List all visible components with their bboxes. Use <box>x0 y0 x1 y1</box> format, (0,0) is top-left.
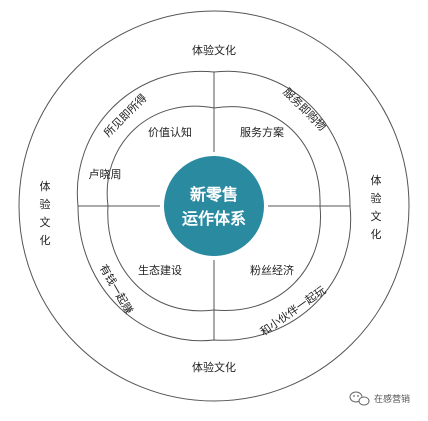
outer-label-right-char-0: 体 <box>371 173 382 187</box>
petal-inner-label-top-right: 服务方案 <box>240 125 284 139</box>
petal-inner-label-bottom-left: 生态建设 <box>138 263 182 277</box>
center-circle <box>160 152 268 260</box>
outer-label-right-char-2: 文 <box>371 209 382 223</box>
petal-inner-label-bottom-right: 粉丝经济 <box>250 263 294 277</box>
wechat-icon <box>349 391 370 406</box>
petal-outer-label-bottom-right: 和小伙伴一起玩 <box>258 284 329 339</box>
outer-label-top: 体验文化 <box>192 43 236 57</box>
outer-label-left-group: 体验文化 <box>40 179 51 247</box>
watermark-text: 在感营销 <box>374 393 410 405</box>
outer-label-left-char-2: 文 <box>40 215 51 229</box>
petal-outer-label-bottom-left: 有钱一起赚 <box>97 262 137 317</box>
center-title-line1: 新零售 <box>190 185 238 204</box>
outer-label-bottom: 体验文化 <box>192 360 236 374</box>
outer-label-left-char-3: 化 <box>40 233 51 247</box>
outer-label-left-char-0: 体 <box>40 179 51 193</box>
outer-label-right-char-1: 验 <box>371 191 382 205</box>
outer-label-right-group: 体验文化 <box>371 173 382 241</box>
watermark: 在感营销 <box>349 391 410 406</box>
outer-label-left-char-1: 验 <box>40 197 51 211</box>
outer-label-right-char-3: 化 <box>371 227 382 241</box>
center-title-line2: 运作体系 <box>182 209 246 228</box>
petal-side-label-top-left: 卢晓周 <box>89 168 122 181</box>
outer-circle <box>18 10 410 402</box>
petal-outer-label-top-left: 所见即所得 <box>101 91 149 139</box>
petal-inner-label-top-left: 价值认知 <box>148 125 192 139</box>
